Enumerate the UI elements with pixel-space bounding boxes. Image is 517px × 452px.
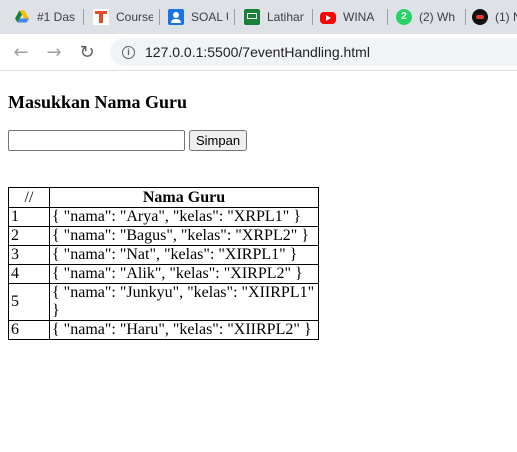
tab-separator: [159, 9, 160, 25]
row-value: { "nama": "Haru", "kelas": "XIIRPL2" }: [49, 320, 319, 340]
save-button[interactable]: Simpan: [189, 130, 248, 151]
forward-arrow-icon: →: [46, 41, 62, 63]
column-header-name: Nama Guru: [49, 187, 319, 208]
tab-separator: [312, 9, 313, 25]
row-number: 3: [8, 245, 50, 265]
back-arrow-icon: ←: [13, 41, 29, 63]
browser-toolbar: ← → ↻ i 127.0.0.1:5500/7eventHandling.ht…: [0, 34, 517, 71]
teacher-name-input[interactable]: [8, 130, 185, 151]
row-number: 4: [8, 264, 50, 284]
row-value: { "nama": "Junkyu", "kelas": "XIIRPL1" }: [49, 283, 319, 321]
row-value: { "nama": "Arya", "kelas": "XRPL1" }: [49, 207, 319, 227]
browser-tab-1[interactable]: #1 Das: [14, 0, 76, 34]
tab-separator: [465, 9, 466, 25]
reload-button[interactable]: ↻: [75, 40, 99, 64]
page-heading: Masukkan Nama Guru: [8, 92, 188, 112]
table-row: 2 { "nama": "Bagus", "kelas": "XRPL2" }: [8, 226, 319, 246]
browser-tab-7[interactable]: (1) N: [472, 0, 517, 34]
url-text[interactable]: 127.0.0.1:5500/7eventHandling.html: [145, 44, 370, 60]
tab-title: Course: [116, 10, 153, 24]
google-classroom-icon: [244, 9, 260, 25]
table-row: 3 { "nama": "Nat", "kelas": "XIRPL1" }: [8, 245, 319, 265]
browser-tab-6[interactable]: 2 (2) Wh: [396, 0, 458, 34]
row-value: { "nama": "Nat", "kelas": "XIRPL1" }: [49, 245, 319, 265]
contact-card-icon: [168, 9, 184, 25]
site-info-icon[interactable]: i: [122, 45, 135, 59]
teacher-table: // Nama Guru 1 { "nama": "Arya", "kelas"…: [8, 187, 319, 340]
table-header-row: // Nama Guru: [8, 187, 319, 208]
youtube-icon: [320, 12, 336, 24]
page-content: Masukkan Nama Guru Simpan // Nama Guru 1…: [0, 71, 517, 452]
whatsapp-icon: 2: [396, 9, 412, 25]
column-header-number: //: [8, 187, 50, 208]
browser-tab-4[interactable]: Latihan: [244, 0, 304, 34]
google-drive-icon: [14, 9, 30, 25]
row-number: 2: [8, 226, 50, 246]
table-row: 5 { "nama": "Junkyu", "kelas": "XIIRPL1"…: [8, 283, 319, 321]
tab-title: SOAL U: [191, 10, 228, 24]
table-row: 6 { "nama": "Haru", "kelas": "XIIRPL2" }: [8, 320, 319, 340]
browser-tab-5[interactable]: WINA: [320, 0, 380, 34]
tab-title: (1) N: [495, 10, 517, 24]
tab-title: (2) Wh: [419, 10, 455, 24]
course-logo-icon: [93, 9, 109, 25]
forward-button[interactable]: →: [42, 40, 66, 64]
tab-title: #1 Das: [37, 10, 76, 24]
browser-tab-strip: #1 Das Course SOAL U Latihan WINA 2 (2) …: [0, 0, 517, 34]
row-number: 1: [8, 207, 50, 227]
row-value: { "nama": "Alik", "kelas": "XIRPL2" }: [49, 264, 319, 284]
tab-title: Latihan: [267, 10, 304, 24]
tab-separator: [387, 9, 388, 25]
back-button[interactable]: ←: [9, 40, 33, 64]
row-value: { "nama": "Bagus", "kelas": "XRPL2" }: [49, 226, 319, 246]
row-number: 6: [8, 320, 50, 340]
reload-icon: ↻: [79, 41, 95, 63]
tab-separator: [234, 9, 235, 25]
table-row: 4 { "nama": "Alik", "kelas": "XIRPL2" }: [8, 264, 319, 284]
address-bar[interactable]: i 127.0.0.1:5500/7eventHandling.html: [110, 38, 517, 66]
browser-tab-3[interactable]: SOAL U: [168, 0, 228, 34]
browser-tab-2[interactable]: Course: [93, 0, 153, 34]
tab-separator: [83, 9, 84, 25]
site-logo-icon: [472, 9, 488, 25]
table-row: 1 { "nama": "Arya", "kelas": "XRPL1" }: [8, 207, 319, 227]
tab-title: WINA: [343, 10, 375, 24]
row-number: 5: [8, 283, 50, 321]
